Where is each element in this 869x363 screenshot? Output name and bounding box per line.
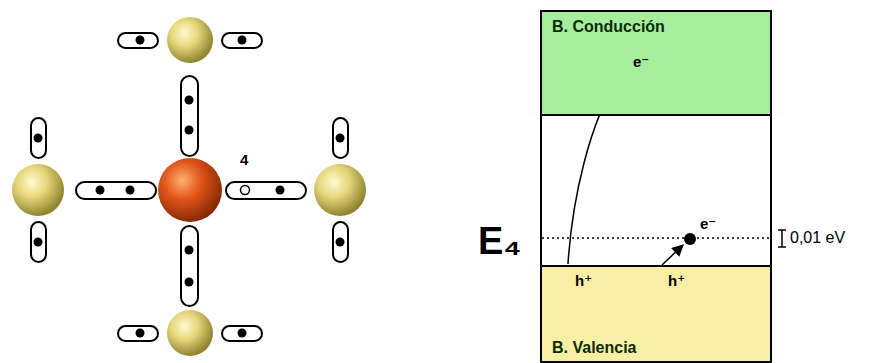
bond-bracket (181, 226, 198, 306)
bond-bracket (333, 118, 348, 158)
bond-bracket (181, 76, 198, 156)
electron-dot (185, 278, 194, 287)
electron-dot (336, 134, 345, 143)
electron-dot (276, 186, 285, 195)
electron-dot (684, 233, 696, 245)
acceptor-atom (158, 158, 222, 222)
electron-dot (185, 96, 194, 105)
energy-level-label: E₄ (478, 222, 521, 260)
electron-dot (185, 246, 194, 255)
bond-bracket (222, 33, 262, 48)
hole-label: h⁺ (668, 273, 685, 288)
energy-value: 0,01 eV (790, 230, 845, 246)
band-gap-region (541, 11, 771, 363)
bond-bracket (31, 118, 46, 158)
silicon-atom (167, 17, 213, 63)
silicon-atom (167, 310, 213, 356)
bond-bracket (118, 33, 158, 48)
bond-bracket (333, 222, 348, 262)
silicon-atom (314, 164, 366, 216)
bond-bracket (31, 222, 46, 262)
conduction-band: B. Conducción (540, 10, 772, 116)
electron-dot (96, 186, 105, 195)
electron-dot (238, 36, 247, 45)
hole-circle (241, 186, 250, 195)
electron-dot (185, 126, 194, 135)
electron-dot (238, 329, 247, 338)
electron-dot (126, 186, 135, 195)
electron-dot (34, 238, 43, 247)
electron-label: e⁻ (700, 216, 716, 231)
bond-bracket (222, 326, 262, 341)
hole-label: h⁺ (575, 273, 592, 288)
electron-dot (34, 134, 43, 143)
valence-band: B. Valencia (540, 265, 772, 363)
electron-dot (136, 36, 145, 45)
energy-bracket (778, 230, 786, 247)
excitation-arrow (662, 245, 683, 265)
band-name: B. Conducción (552, 18, 760, 36)
electron-label: e⁻ (633, 54, 649, 69)
electron-dot (136, 329, 145, 338)
covalent-bonds (31, 33, 348, 341)
bond-bracket (118, 326, 158, 341)
callout-number: 4 (240, 152, 248, 167)
band-name: B. Valencia (552, 339, 760, 357)
bond-bracket (226, 182, 306, 199)
silicon-atom (12, 164, 64, 216)
electron-dot (336, 238, 345, 247)
acceptor-level (542, 237, 770, 239)
bond-bracket (76, 182, 156, 199)
